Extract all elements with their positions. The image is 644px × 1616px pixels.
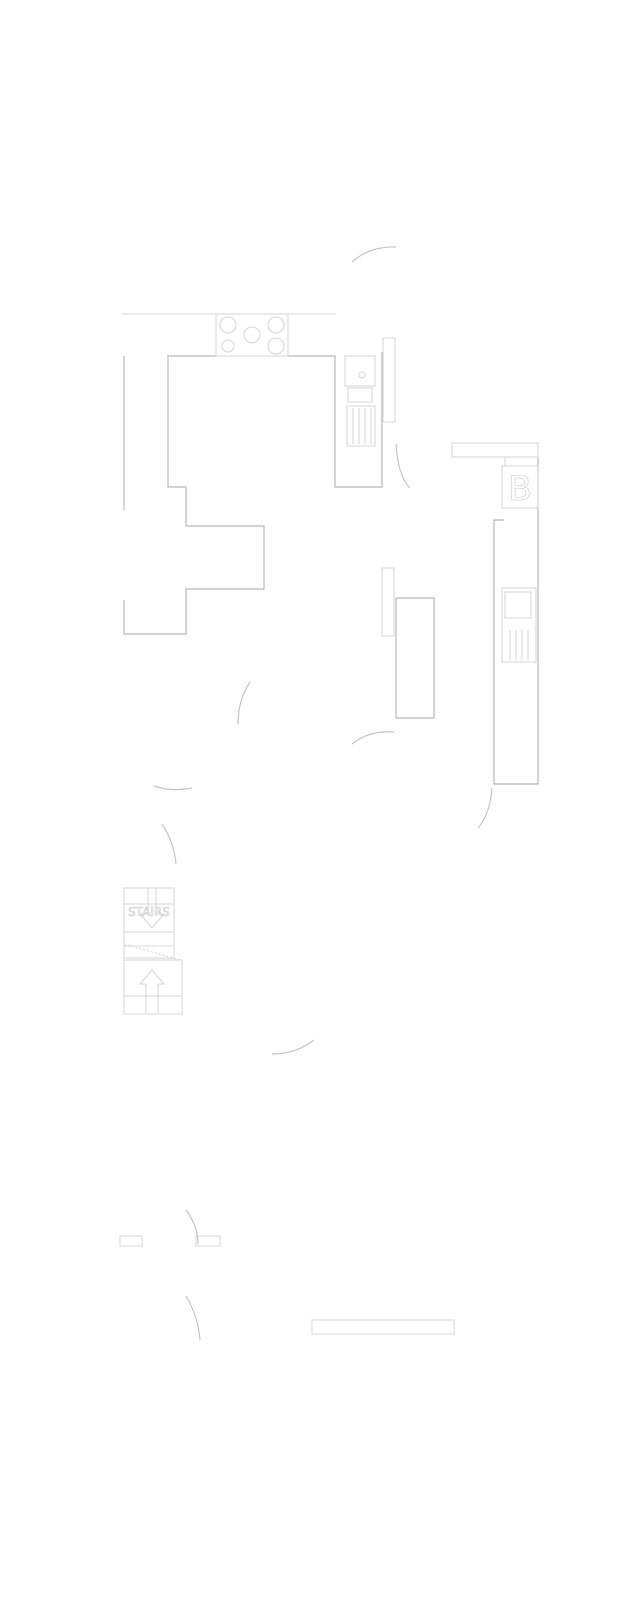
box-label: B [508,469,531,509]
stairs: STAIRS [123,887,183,1015]
sink-icon [344,355,376,447]
second-sink-icon [501,587,537,663]
box-b: B [501,465,539,509]
windows [119,337,539,1335]
island [395,597,435,719]
door-arcs [153,246,493,1341]
right-counter [493,457,539,785]
kitchen-counter [122,313,383,635]
stairs-label: STAIRS [128,905,170,919]
stove-icon [215,313,289,357]
